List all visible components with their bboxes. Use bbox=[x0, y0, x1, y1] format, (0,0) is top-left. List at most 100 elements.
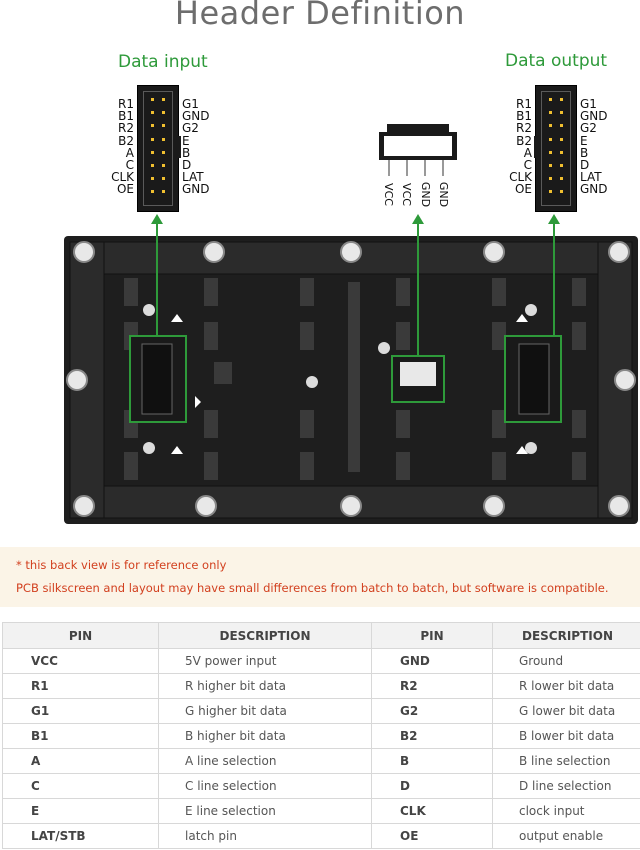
pin-cell: B2 bbox=[371, 723, 493, 749]
header-pin-dot bbox=[162, 124, 165, 128]
header-pin-dot bbox=[549, 137, 552, 141]
pcb-board-back-view bbox=[64, 236, 638, 524]
pcb-board-graphic bbox=[66, 241, 636, 519]
description-cell: output enable bbox=[492, 823, 640, 849]
description-cell: G lower bit data bbox=[492, 698, 640, 724]
table-row: A A line selection B B line selection bbox=[2, 748, 640, 774]
header-pin-dot bbox=[560, 177, 563, 181]
pin-cell: C bbox=[2, 773, 159, 799]
description-cell: A line selection bbox=[158, 748, 372, 774]
pin-cell: G1 bbox=[2, 698, 159, 724]
description-cell: B higher bit data bbox=[158, 723, 372, 749]
header-pin-dot bbox=[549, 124, 552, 128]
data-input-connection-line bbox=[156, 222, 158, 336]
header-pin-dot bbox=[560, 111, 563, 115]
pin-cell: OE bbox=[371, 823, 493, 849]
description-cell: E line selection bbox=[158, 798, 372, 824]
pin-cell: B bbox=[371, 748, 493, 774]
header-pin-dot bbox=[560, 190, 563, 194]
pin-cell: A bbox=[2, 748, 159, 774]
table-row: C C line selection D D line selection bbox=[2, 773, 640, 799]
description-cell: B line selection bbox=[492, 748, 640, 774]
header-pin-dot bbox=[560, 98, 563, 101]
pin-cell: LAT/STB bbox=[2, 823, 159, 849]
header-pin-dot bbox=[162, 190, 165, 194]
column-header-pin: PIN bbox=[371, 622, 493, 649]
header-pin-dot bbox=[151, 98, 154, 101]
table-row: LAT/STB latch pin OE output enable bbox=[2, 823, 640, 849]
data-input-arrow-icon bbox=[151, 214, 163, 224]
description-cell: Ground bbox=[492, 648, 640, 674]
description-cell: R lower bit data bbox=[492, 673, 640, 699]
description-cell: C line selection bbox=[158, 773, 372, 799]
header-pin-dot bbox=[151, 124, 154, 128]
data-output-arrow-icon bbox=[548, 214, 560, 224]
header-pin-dot bbox=[162, 111, 165, 115]
note-line-1: * this back view is for reference only bbox=[16, 558, 227, 572]
data-input-label: Data input bbox=[118, 52, 208, 72]
pin-cell: B1 bbox=[2, 723, 159, 749]
header-pin-dot bbox=[151, 190, 154, 194]
column-header-description: DESCRIPTION bbox=[158, 622, 372, 649]
data-input-header-connector bbox=[137, 85, 181, 212]
header-pin-dot bbox=[162, 150, 165, 154]
column-header-description: DESCRIPTION bbox=[492, 622, 640, 649]
header-pin-dot bbox=[560, 124, 563, 128]
note-line-2: PCB silkscreen and layout may have small… bbox=[16, 581, 609, 595]
table-row: R1 R higher bit data R2 R lower bit data bbox=[2, 673, 640, 699]
header-pin-dot bbox=[151, 150, 154, 154]
header-pin-dot bbox=[549, 98, 552, 101]
pin-cell: D bbox=[371, 773, 493, 799]
header-pin-dot bbox=[549, 190, 552, 194]
table-row: E E line selection CLK clock input bbox=[2, 798, 640, 824]
pin-cell: VCC bbox=[2, 648, 159, 674]
power-connector bbox=[379, 124, 457, 160]
page-title: Header Definition bbox=[174, 0, 466, 32]
description-cell: D line selection bbox=[492, 773, 640, 799]
pin-cell: G2 bbox=[371, 698, 493, 724]
data-output-connection-line bbox=[553, 222, 555, 336]
data-output-header-connector bbox=[534, 85, 577, 212]
pin-cell: GND bbox=[371, 648, 493, 674]
power-connection-line bbox=[417, 222, 419, 356]
pin-cell: E bbox=[2, 798, 159, 824]
pin-cell: R2 bbox=[371, 673, 493, 699]
description-cell: R higher bit data bbox=[158, 673, 372, 699]
header-pin-dot bbox=[560, 150, 563, 154]
header-pin-dot bbox=[162, 98, 165, 101]
column-header-pin: PIN bbox=[2, 622, 159, 649]
power-connector-labels: VCC VCC GND GND bbox=[381, 181, 451, 208]
header-pin-dot bbox=[151, 164, 154, 167]
table-row: B1 B higher bit data B2 B lower bit data bbox=[2, 723, 640, 749]
header-pin-dot bbox=[151, 111, 154, 115]
header-pin-dot bbox=[151, 177, 154, 181]
header-pin-dot bbox=[162, 177, 165, 181]
table-row: G1 G higher bit data G2 G lower bit data bbox=[2, 698, 640, 724]
header-pin-dot bbox=[560, 164, 563, 167]
description-cell: latch pin bbox=[158, 823, 372, 849]
header-pin-dot bbox=[162, 137, 165, 141]
reference-note: * this back view is for reference only P… bbox=[0, 547, 640, 607]
header-pin-dot bbox=[549, 150, 552, 154]
description-cell: G higher bit data bbox=[158, 698, 372, 724]
description-cell: clock input bbox=[492, 798, 640, 824]
header-pin-dot bbox=[549, 164, 552, 167]
power-arrow-icon bbox=[412, 214, 424, 224]
pin-description-table: PIN DESCRIPTION PIN DESCRIPTION VCC 5V p… bbox=[2, 622, 640, 849]
header-pin-dot bbox=[151, 137, 154, 141]
header-pin-dot bbox=[560, 137, 563, 141]
header-pin-dot bbox=[162, 164, 165, 167]
power-connector-pins bbox=[386, 160, 450, 180]
header-pin-dot bbox=[549, 177, 552, 181]
header-pin-dot bbox=[549, 111, 552, 115]
pin-cell: CLK bbox=[371, 798, 493, 824]
description-cell: B lower bit data bbox=[492, 723, 640, 749]
data-output-label: Data output bbox=[505, 51, 608, 71]
description-cell: 5V power input bbox=[158, 648, 372, 674]
table-header-row: PIN DESCRIPTION PIN DESCRIPTION bbox=[2, 622, 640, 649]
pin-cell: R1 bbox=[2, 673, 159, 699]
